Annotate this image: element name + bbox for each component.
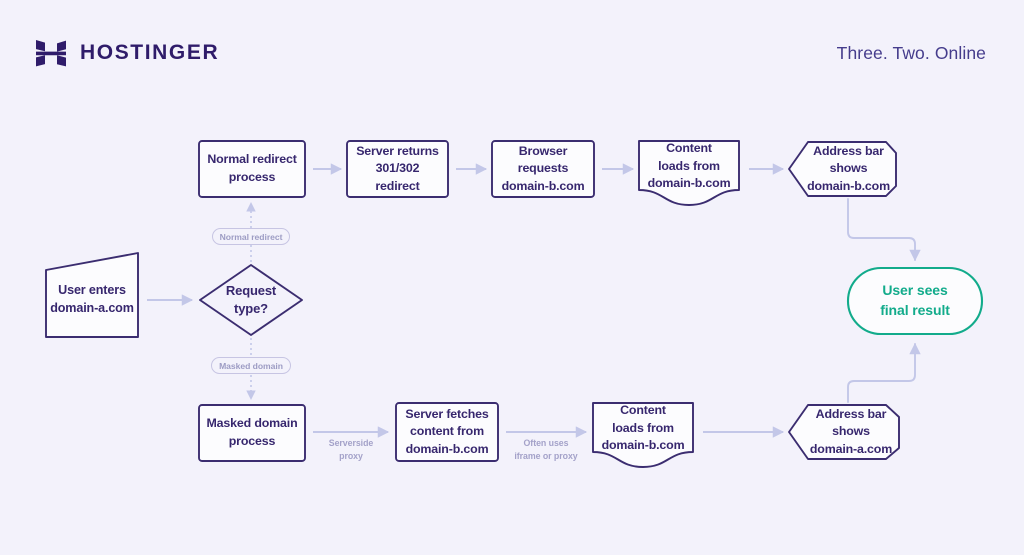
node-masked-domain-process-shape: [198, 404, 306, 462]
edge-address-bottom-to-final: [847, 342, 921, 403]
node-final-result-shape: [846, 266, 984, 336]
node-request-type-shape: [199, 264, 303, 336]
tagline: Three. Two. Online: [836, 43, 986, 63]
branch-label-masked-domain: Masked domain: [211, 357, 291, 374]
node-content-loads-top-shape: [638, 140, 740, 206]
node-server-fetches-shape: [395, 402, 499, 462]
brand-name: HOSTINGER: [80, 41, 220, 64]
branch-label-normal-redirect: Normal redirect: [212, 228, 290, 245]
node-address-bar-top-shape: [788, 141, 897, 197]
node-user-enters-shape: [45, 252, 139, 338]
edge-address-top-to-final: [847, 198, 921, 262]
node-address-bar-bottom-shape: [788, 404, 900, 460]
page-header: HOSTINGER Three. Two. Online: [0, 0, 1024, 110]
hostinger-h-logo-icon: [36, 40, 66, 67]
node-server-returns-redirect-shape: [346, 140, 449, 198]
brand-logo: HOSTINGER: [34, 36, 219, 70]
node-content-loads-bottom-shape: [592, 402, 694, 468]
node-normal-redirect-process-shape: [198, 140, 306, 198]
node-browser-requests-shape: [491, 140, 595, 198]
